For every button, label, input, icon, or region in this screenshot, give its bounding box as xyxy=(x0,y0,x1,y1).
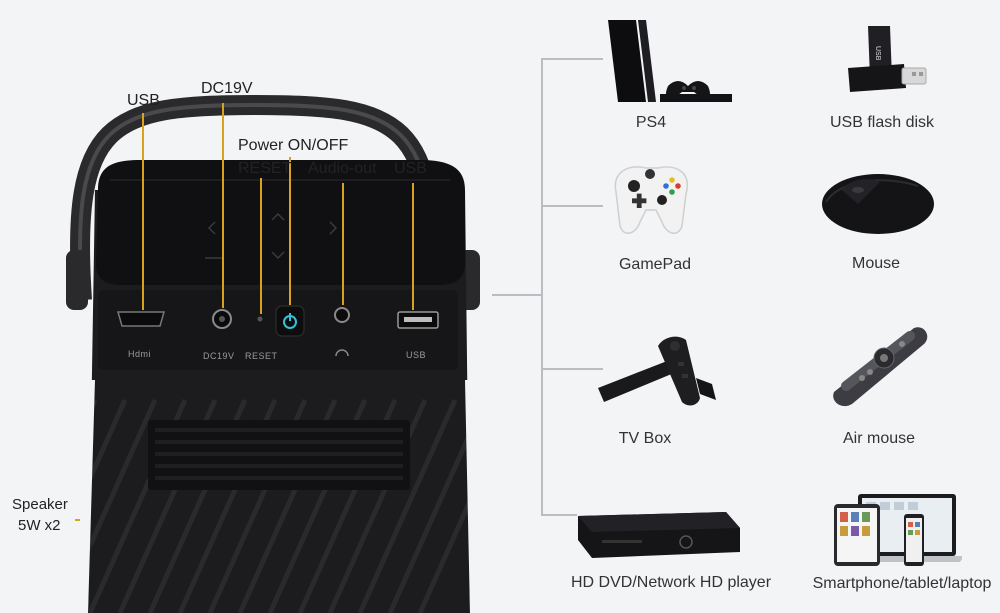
air-mouse-icon xyxy=(833,327,928,407)
callout-usb: USB xyxy=(127,92,160,109)
callout-audio-out: Audio-out xyxy=(308,160,377,177)
tree-branch-3 xyxy=(541,368,603,370)
projector-top-panel xyxy=(96,160,465,285)
panel-label-dc19v: DC19V xyxy=(203,351,235,361)
device-label-air-mouse: Air mouse xyxy=(842,430,916,447)
tree-stem xyxy=(492,294,542,296)
hdmi-port xyxy=(117,311,165,327)
tree-branch-1 xyxy=(541,58,603,60)
touch-controls xyxy=(205,212,338,260)
callout-line-usb-right xyxy=(412,183,414,310)
tree-branch-4 xyxy=(541,514,577,516)
smart-devices-icon xyxy=(834,494,962,566)
audio-jack xyxy=(334,307,350,323)
panel-label-usb: USB xyxy=(406,350,427,360)
speaker-marker xyxy=(75,519,80,521)
projector-illustration xyxy=(0,94,518,613)
device-label-usb-flash-disk: USB flash disk xyxy=(829,114,935,131)
device-label-mouse: Mouse xyxy=(851,255,901,272)
speaker-label-line2: 5W x2 xyxy=(18,517,61,534)
panel-label-reset: RESET xyxy=(245,351,278,361)
speaker-label-line1: Speaker xyxy=(12,496,68,513)
tree-branch-2 xyxy=(541,205,603,207)
callout-usb-right: USB xyxy=(394,160,427,177)
callout-line-usb xyxy=(142,113,144,310)
panel-label-hdmi: Hdmi xyxy=(128,349,152,359)
callout-line-dc19v xyxy=(222,103,224,308)
reset-hole xyxy=(257,316,263,322)
callout-reset: RESET xyxy=(238,160,292,177)
device-label-tv-box: TV Box xyxy=(618,430,672,447)
callout-dc19v: DC19V xyxy=(201,80,253,97)
callout-line-power xyxy=(289,157,291,305)
tree-trunk xyxy=(541,58,543,516)
callout-line-audio xyxy=(342,183,344,305)
mouse-icon xyxy=(822,174,934,234)
dvd-player-icon xyxy=(578,512,740,558)
device-label-dvd-player: HD DVD/Network HD player xyxy=(570,574,772,591)
device-label-ps4: PS4 xyxy=(635,114,667,131)
callout-power: Power ON/OFF xyxy=(238,137,349,154)
callout-line-reset xyxy=(260,178,262,314)
gamepad-icon xyxy=(614,166,689,234)
ps4-console-icon xyxy=(608,20,732,102)
device-label-gamepad: GamePad xyxy=(618,256,692,273)
svg-text:USB: USB xyxy=(874,46,881,61)
device-label-smart-devices: Smartphone/tablet/laptop xyxy=(812,575,992,592)
usb-flash-disk-icon: USB xyxy=(848,26,927,92)
tv-box-icon xyxy=(598,336,716,406)
